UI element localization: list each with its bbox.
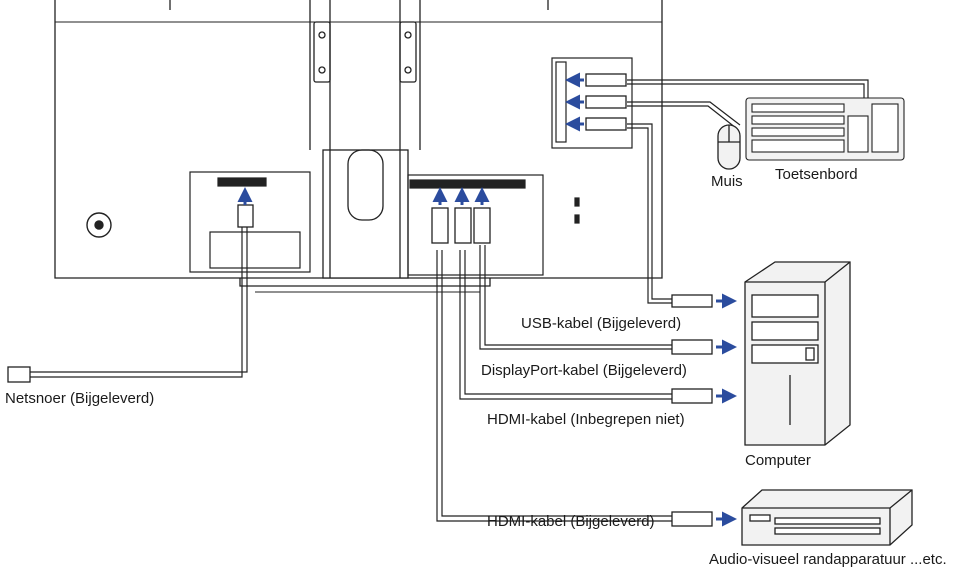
keyboard-icon (745, 97, 905, 161)
av-device-label: Audio-visueel randapparatuur ...etc. (709, 551, 947, 568)
av-device-icon (741, 489, 913, 546)
power-cord-label: Netsnoer (Bijgeleverd) (5, 390, 155, 407)
cables (30, 79, 869, 522)
mouse-icon (717, 124, 741, 170)
mouse-label: Muis (711, 173, 743, 190)
connection-arrows (237, 72, 737, 527)
plug-connectors (7, 73, 713, 527)
computer-icon (744, 261, 851, 446)
power-port-panel (189, 171, 311, 273)
keyboard-label: Toetsenbord (775, 166, 858, 183)
monitor-button (86, 212, 112, 238)
hdmi-cable-av-label: HDMI-kabel (Bijgeleverd) (487, 513, 655, 530)
computer-label: Computer (745, 452, 811, 469)
monitor-stand (309, 0, 421, 279)
hdmi-cable-pc-label: HDMI-kabel (Inbegrepen niet) (487, 411, 685, 428)
displayport-cable-label: DisplayPort-kabel (Bijgeleverd) (481, 362, 687, 379)
usb-cable-label: USB-kabel (Bijgeleverd) (521, 315, 682, 332)
